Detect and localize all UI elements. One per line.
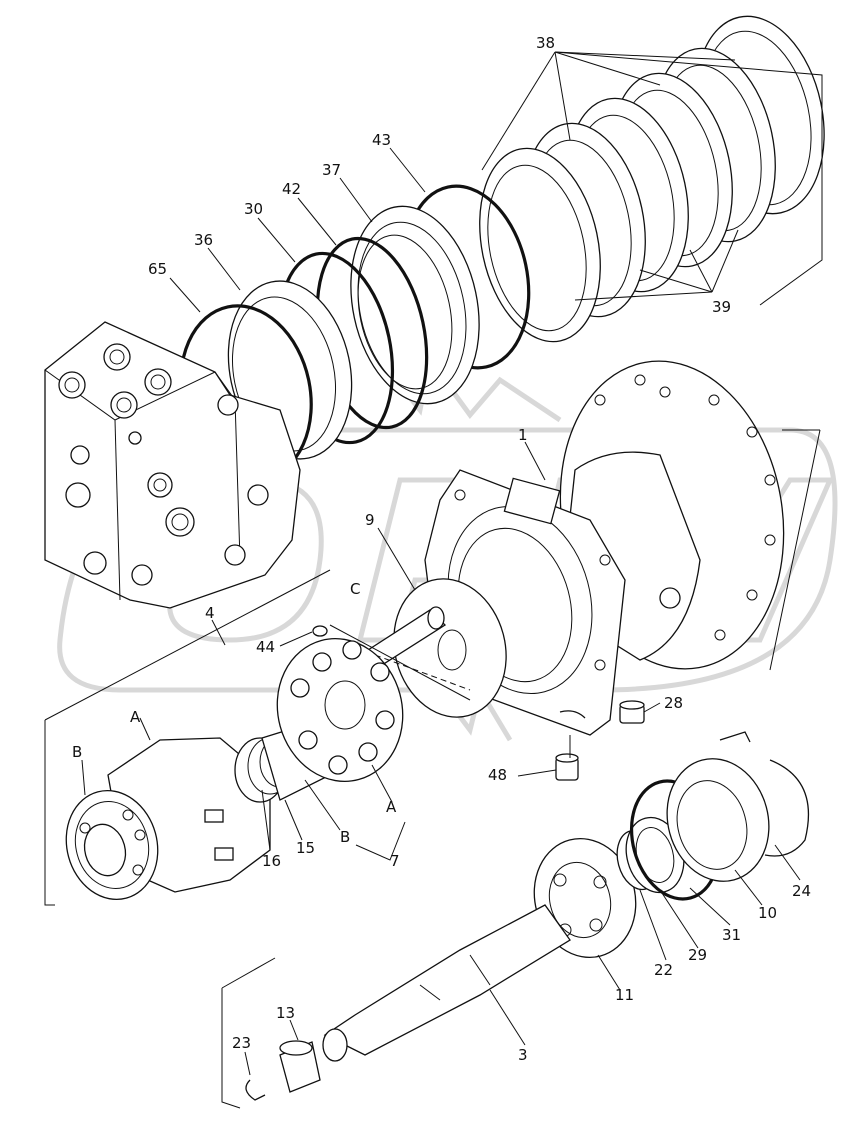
label-b-left: B [72,743,82,761]
label-15: 15 [296,839,315,857]
plate-39-3 [479,147,601,343]
cover-10 [666,758,770,882]
label-3: 3 [518,1046,528,1064]
label-a-right: A [386,798,397,816]
label-24: 24 [792,882,811,900]
label-9: 9 [365,511,375,529]
plug-28 [619,700,645,724]
label-31: 31 [722,926,741,944]
o-ring-44 [312,625,328,637]
label-1: 1 [518,426,528,444]
label-37: 37 [322,161,341,179]
swash-plate-9 [366,578,507,718]
leader-c [329,624,471,701]
label-a-left: A [130,708,141,726]
drive-shaft-3 [322,904,571,1062]
bracket-39 [574,229,739,301]
label-11: 11 [615,986,634,1004]
leader-lines [44,147,821,1109]
label-39: 39 [712,298,731,316]
label-7: 7 [390,852,400,870]
label-42: 42 [282,180,301,198]
label-10: 10 [758,904,777,922]
valve-block [44,321,301,609]
label-23: 23 [232,1034,251,1052]
retaining-clip [719,731,751,743]
label-16: 16 [262,852,281,870]
plug-48 [555,753,579,781]
label-30: 30 [244,200,263,218]
label-48: 48 [488,766,507,784]
cylinder-block [65,737,271,901]
snap-ring-24 [764,759,809,857]
label-44: 44 [256,638,275,656]
label-43: 43 [372,131,391,149]
part-labels: 38 43 37 42 30 36 65 39 1 9 C 4 44 28 A … [72,34,811,1064]
label-13: 13 [276,1004,295,1022]
shoe-plate-7 [276,637,404,783]
bracket-38 [481,51,823,306]
label-65: 65 [148,260,167,278]
label-28: 28 [664,694,683,712]
label-36: 36 [194,231,213,249]
piston-37 [350,205,480,405]
label-c: C [350,580,360,598]
label-38: 38 [536,34,555,52]
label-29: 29 [688,946,707,964]
label-22: 22 [654,961,673,979]
bushing-13 [279,1040,321,1093]
label-4: 4 [205,604,215,622]
snap-ring-23 [245,1079,266,1101]
label-b-right: B [340,828,350,846]
